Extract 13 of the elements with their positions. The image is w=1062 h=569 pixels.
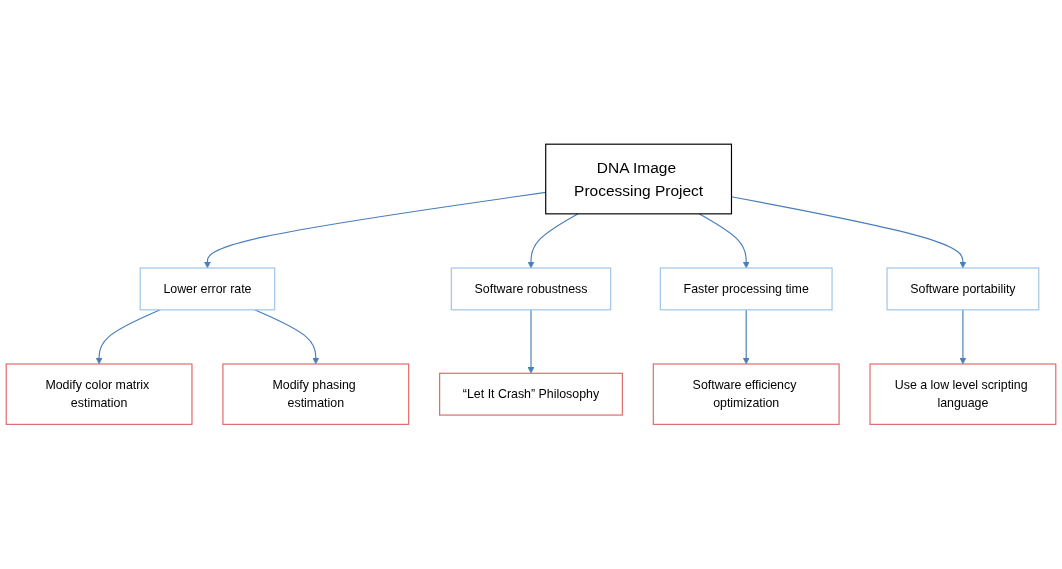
node-box: Software portability	[886, 267, 1040, 311]
node-box: Modify phasing estimation	[222, 363, 410, 426]
node-box: Software efficiency optimization	[652, 363, 840, 426]
node-box: Modify color matrix estimation	[5, 363, 193, 426]
node-box: Software robustness	[450, 267, 612, 311]
arrow	[959, 309, 967, 365]
node-box: Use a low level scripting language	[869, 363, 1057, 426]
arrow	[742, 309, 750, 365]
node-box: “Let It Crash” Philosophy	[439, 372, 623, 416]
node-box: Lower error rate	[139, 267, 276, 311]
arrow	[527, 309, 535, 374]
node-box: DNA Image Processing Project	[545, 143, 733, 215]
node-box: Faster processing time	[659, 267, 833, 311]
